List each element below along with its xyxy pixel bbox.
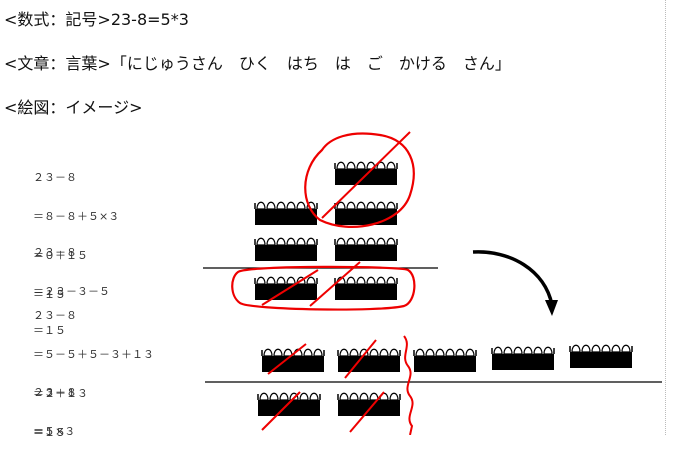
- equation-line: ２３－８: [33, 171, 77, 184]
- egg-carton-icon: [261, 348, 325, 373]
- page-edge: [665, 0, 676, 435]
- egg-carton-icon: [491, 346, 555, 371]
- egg-carton-icon: [334, 201, 398, 226]
- red-cross-out-mark: [321, 131, 411, 219]
- red-circle-mark: [304, 132, 415, 228]
- red-cross-out-mark: [261, 391, 301, 431]
- equation-line: ＝２＋１３: [33, 387, 88, 400]
- red-cross-out-mark: [261, 269, 319, 306]
- equation-line: ２３－８: [33, 386, 77, 399]
- red-wavy-divider: [403, 335, 414, 435]
- egg-carton-icon: [254, 237, 318, 262]
- egg-carton-icon: [334, 276, 398, 301]
- equation-line: ２３－８: [33, 246, 77, 259]
- sentence-line: <文章：言葉>「にじゅうさん ひく はち は ご かける さん」: [4, 54, 511, 73]
- egg-carton-icon: [257, 392, 321, 417]
- egg-carton-icon: [337, 392, 401, 417]
- equation-line: ＝１５: [33, 288, 66, 301]
- curved-arrow-icon: [472, 250, 554, 306]
- equation-line: ＝５－５＋５－３＋１３: [33, 348, 154, 361]
- figure-line: <絵図：イメージ>: [4, 98, 143, 117]
- equation-line: ＝１５: [33, 324, 66, 337]
- red-cross-out-mark: [309, 261, 361, 307]
- equation-block-2: ２３－８ ＝２３－３－５ ＝１５: [33, 220, 110, 350]
- red-circle-mark: [231, 265, 416, 311]
- red-cross-out-mark: [267, 343, 307, 375]
- red-cross-out-mark: [344, 339, 377, 379]
- egg-carton-icon: [569, 344, 633, 369]
- egg-carton-illustration: [203, 131, 662, 435]
- egg-carton-icon: [334, 237, 398, 262]
- equation-line: ＝２３－３－５: [33, 285, 110, 298]
- egg-carton-icon: [254, 276, 318, 301]
- formula-line: <数式：記号>23-8=5*3: [4, 10, 189, 29]
- equation-block-1: ２３－８ ＝８－８＋５×３ ＝０＋１５ ＝１５: [33, 145, 119, 314]
- red-cross-out-mark: [349, 391, 385, 433]
- egg-carton-icon: [413, 348, 477, 373]
- equation-line: ＝０＋１５: [33, 249, 88, 262]
- egg-carton-icon: [337, 348, 401, 373]
- equation-line: ２３－８: [33, 309, 77, 322]
- equation-line: ＝８－８＋５×３: [33, 210, 120, 223]
